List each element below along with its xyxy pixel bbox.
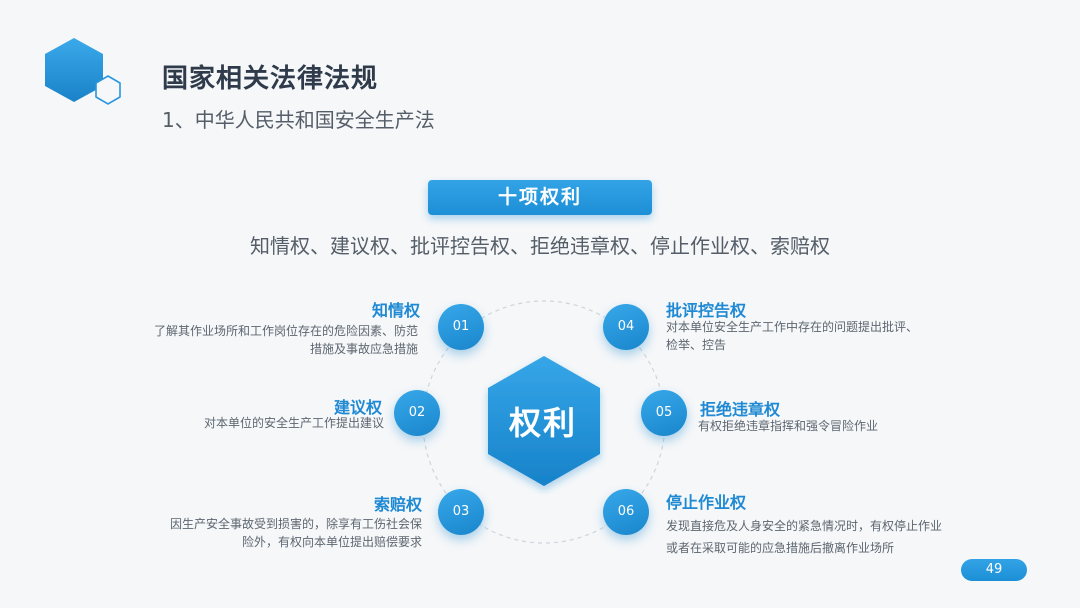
- item-title-03: 索赔权: [373, 495, 422, 514]
- page-number-badge: 49: [961, 559, 1027, 581]
- item-title-06: 停止作业权: [666, 493, 747, 512]
- item-desc-03: 因生产安全事故受到损害的，除享有工伤社会保险外，有权向本单位提出赔偿要求: [170, 517, 423, 549]
- item-desc-02: 对本单位的安全生产工作提出建议: [203, 416, 384, 430]
- item-number-02: 02: [394, 390, 440, 436]
- item-desc-06: 发现直接危及人身安全的紧急情况时，有权停止作业或者在采取可能的应急措施后撤离作业…: [666, 519, 943, 555]
- item-desc-04: 对本单位安全生产工作中存在的问题提出批评、检举、控告: [666, 320, 919, 352]
- item-title-01: 知情权: [371, 301, 420, 320]
- item-desc-01: 了解其作业场所和工作岗位存在的危险因素、防范措施及事故应急措施: [153, 324, 418, 356]
- page-subtitle: 1、中华人民共和国安全生产法: [162, 108, 435, 132]
- item-title-05: 拒绝违章权: [700, 400, 781, 419]
- item-title-04: 批评控告权: [666, 301, 747, 320]
- section-banner: 十项权利: [428, 180, 652, 215]
- item-number-03: 03: [438, 489, 484, 535]
- item-title-02: 建议权: [333, 398, 382, 417]
- page-title: 国家相关法律法规: [162, 64, 379, 94]
- item-number-06: 06: [603, 489, 649, 535]
- rights-summary: 知情权、建议权、批评控告权、拒绝违章权、停止作业权、索赔权: [250, 234, 830, 258]
- hub-hexagon: [488, 356, 600, 486]
- item-number-04: 04: [603, 304, 649, 350]
- item-desc-05: 有权拒绝违章指挥和强令冒险作业: [698, 419, 879, 433]
- item-number-01: 01: [438, 304, 484, 350]
- logo-hexagon-icon: [45, 38, 121, 105]
- hub-label: 权利: [508, 404, 577, 442]
- item-number-05: 05: [641, 390, 687, 436]
